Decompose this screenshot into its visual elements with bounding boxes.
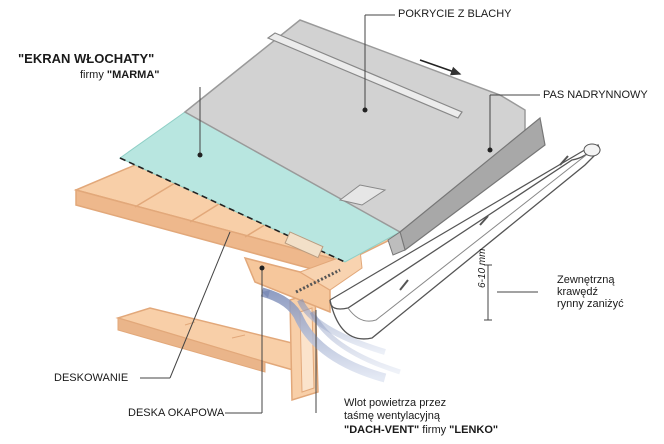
label-gap: 6-10 mm — [477, 248, 488, 288]
label-air-inlet-3: "DACH-VENT" firmy "LENKO" — [344, 424, 498, 437]
label-eaves-board: DESKA OKAPOWA — [128, 407, 225, 419]
label-air-inlet-1: Wlot powietrza przez — [344, 397, 447, 409]
gutter — [329, 143, 601, 340]
leader-lines — [140, 14, 540, 414]
metal-roof-covering — [183, 19, 546, 256]
ventilation-tape — [295, 268, 341, 294]
hairy-screen — [119, 111, 402, 263]
company-name: "MARMA" — [106, 69, 160, 81]
company-line: firmy "MARMA" — [80, 69, 159, 82]
air-inlet-firmy: firmy — [419, 424, 450, 436]
label-gutter-edge-3: rynny zaniżyć — [557, 298, 624, 310]
product-title: "EKRAN WŁOCHATY" — [18, 51, 155, 66]
label-gutter-edge-1: Zewnętrzną — [557, 274, 615, 286]
label-air-inlet-2: taśmę wentylacyjną — [344, 410, 440, 422]
company-lenko: "LENKO" — [449, 424, 499, 436]
slope-arrow — [419, 59, 462, 76]
lower-boarding — [115, 307, 301, 373]
label-roof-cover: POKRYCIE Z BLACHY — [398, 8, 512, 20]
label-gutter-strip: PAS NADRYNNOWY — [543, 89, 648, 101]
product-dachvent: "DACH-VENT" — [344, 424, 420, 436]
gap-dimension — [484, 264, 492, 321]
company-prefix: firmy — [80, 69, 104, 81]
label-gutter-edge-2: krawędź — [557, 286, 598, 298]
label-boarding: DESKOWANIE — [54, 372, 129, 384]
